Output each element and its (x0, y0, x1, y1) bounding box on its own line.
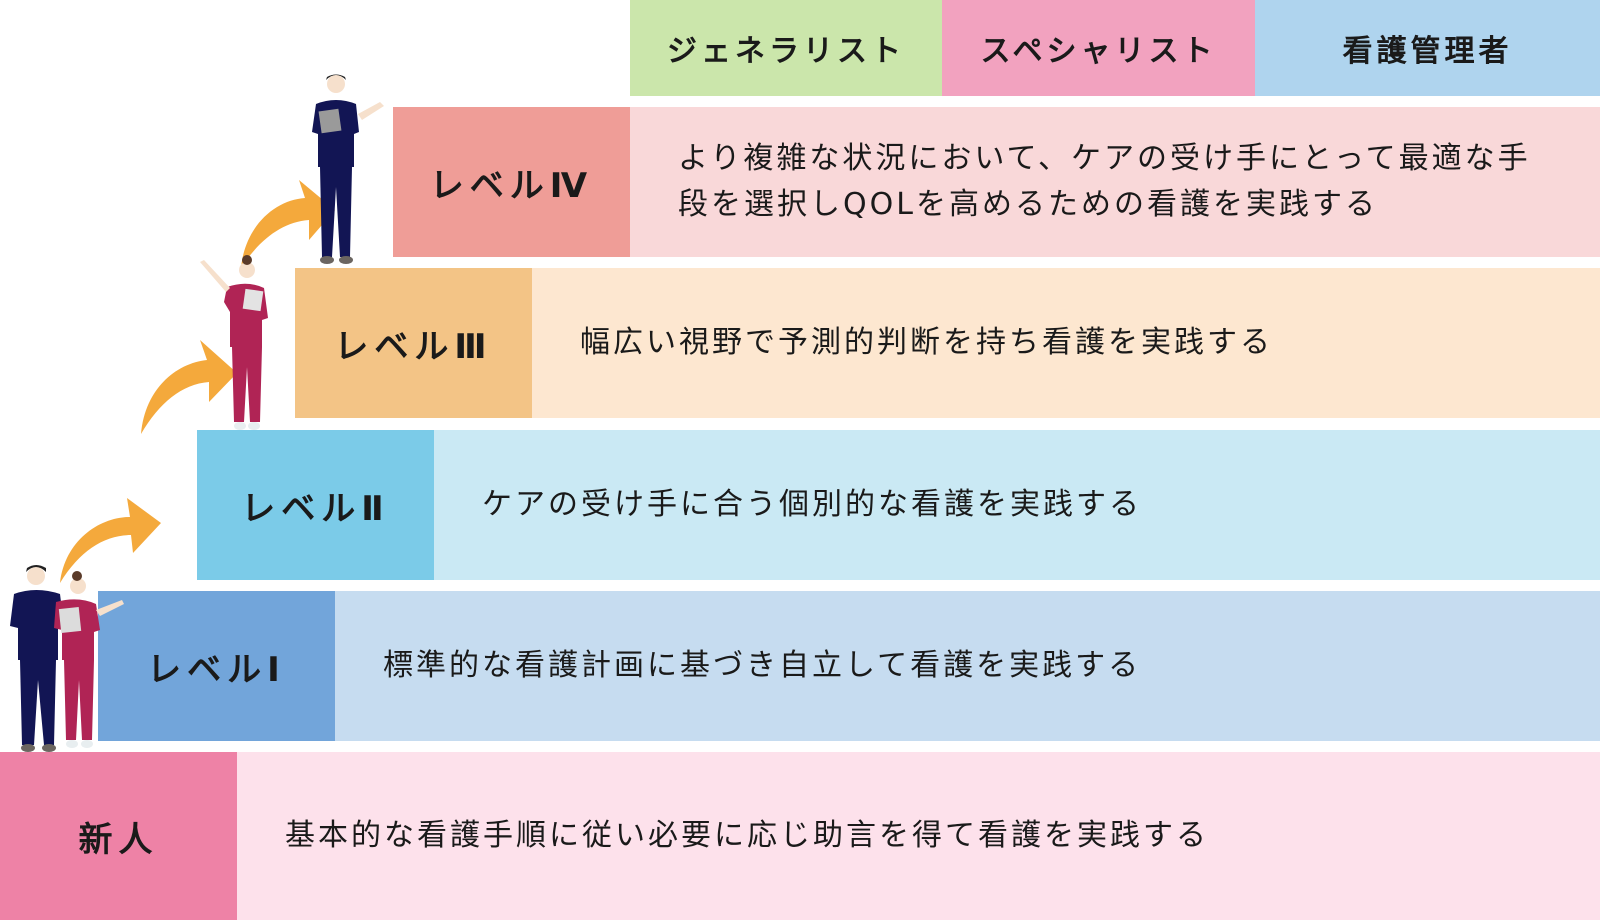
level-4-label-text: レベルⅣ (429, 165, 594, 206)
track-specialist: スペシャリスト (942, 0, 1255, 96)
level-2-label-text: レベルⅡ (241, 488, 390, 529)
level-2-label: レベルⅡ (197, 430, 434, 580)
level-4-description-text: より複雑な状況において、ケアの受け手にとって最適な手段を選択しQOLを高めるため… (678, 141, 1531, 222)
newcomer-label: 新人 (0, 752, 237, 920)
track-manager-label: 看護管理者 (1342, 34, 1513, 69)
growth-arrow-icon (241, 180, 335, 268)
level-4-row: レベルⅣ より複雑な状況において、ケアの受け手にとって最適な手段を選択しQOLを… (0, 107, 1600, 257)
level-4-label: レベルⅣ (393, 107, 630, 257)
level-2-description-text: ケアの受け手に合う個別的な看護を実践する (482, 487, 1142, 522)
track-generalist-label: ジェネラリスト (667, 34, 905, 69)
newcomer-label-text: 新人 (78, 819, 159, 860)
level-2-description: ケアの受け手に合う個別的な看護を実践する (434, 430, 1600, 580)
level-2-row: レベルⅡ ケアの受け手に合う個別的な看護を実践する (0, 430, 1600, 580)
level-3-row: レベルⅢ 幅広い視野で予測的判断を持ち看護を実践する (0, 268, 1600, 418)
level-1-label: レベルⅠ (98, 591, 335, 741)
growth-arrow-icon (141, 340, 237, 434)
level-3-label: レベルⅢ (295, 268, 532, 418)
nurse-pair-figure-icon (10, 565, 124, 752)
nurse-female-figure-icon (200, 255, 268, 430)
newcomer-description-text: 基本的な看護手順に従い必要に応じ助言を得て看護を実践する (285, 818, 1209, 853)
level-3-description-text: 幅広い視野で予測的判断を持ち看護を実践する (580, 325, 1273, 360)
level-3-label-text: レベルⅢ (334, 326, 493, 367)
track-specialist-label: スペシャリスト (980, 34, 1217, 69)
newcomer-row: 新人 基本的な看護手順に従い必要に応じ助言を得て看護を実践する (0, 752, 1600, 920)
nurse-male-figure-icon (312, 74, 384, 264)
level-4-description: より複雑な状況において、ケアの受け手にとって最適な手段を選択しQOLを高めるため… (630, 107, 1600, 257)
track-manager: 看護管理者 (1255, 0, 1600, 96)
growth-arrow-icon (60, 498, 161, 583)
level-3-description: 幅広い視野で予測的判断を持ち看護を実践する (532, 268, 1600, 418)
level-1-label-text: レベルⅠ (147, 649, 286, 690)
level-1-description: 標準的な看護計画に基づき自立して看護を実践する (335, 591, 1600, 741)
level-1-description-text: 標準的な看護計画に基づき自立して看護を実践する (383, 648, 1142, 683)
newcomer-description: 基本的な看護手順に従い必要に応じ助言を得て看護を実践する (237, 752, 1600, 920)
level-1-row: レベルⅠ 標準的な看護計画に基づき自立して看護を実践する (0, 591, 1600, 741)
track-generalist: ジェネラリスト (630, 0, 942, 96)
